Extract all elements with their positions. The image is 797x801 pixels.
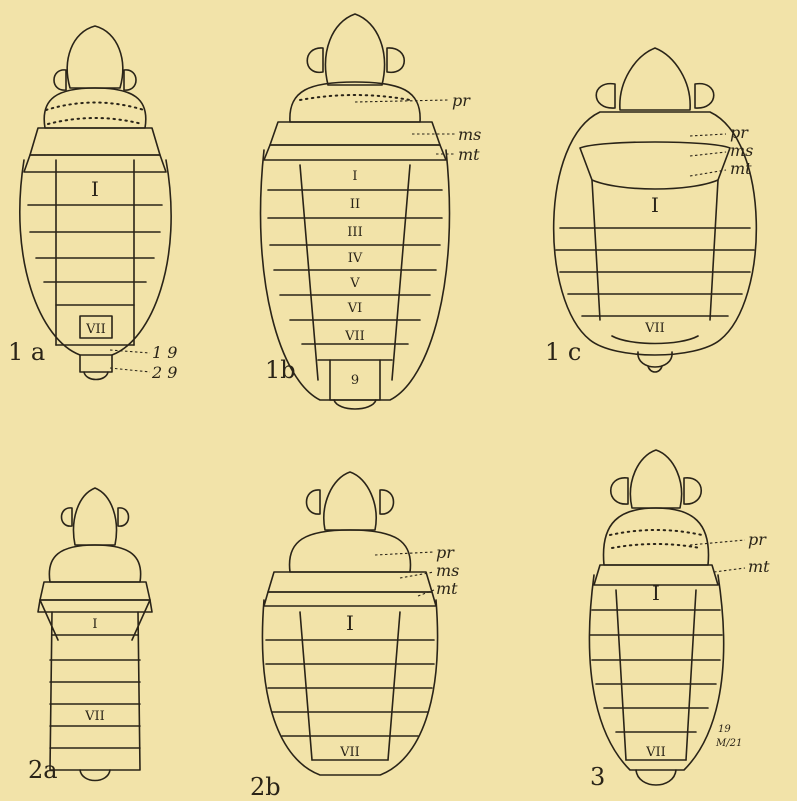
metanotum xyxy=(38,600,152,612)
seg-label-I: I xyxy=(651,193,659,217)
mesonotum xyxy=(268,572,432,592)
metanotum xyxy=(24,155,166,172)
head xyxy=(630,450,681,508)
body-outline xyxy=(554,112,757,355)
figure-2b: I VII pr ms mt 2b xyxy=(250,472,459,801)
label-mt: mt xyxy=(436,579,458,598)
svg-text:19: 19 xyxy=(718,724,731,735)
seg-label-VII: VII xyxy=(645,745,666,760)
figure-1a: I VII 1 9 2 9 1 a xyxy=(8,26,177,382)
pronotum-dots xyxy=(300,95,410,100)
pronotum-dots xyxy=(610,530,702,535)
segment-lines xyxy=(590,610,722,732)
label-mt: mt xyxy=(730,159,752,178)
head xyxy=(326,14,385,85)
seg-label-I: I xyxy=(91,177,99,201)
eye-right xyxy=(387,48,404,72)
eye-right xyxy=(124,70,136,90)
label-2-9: 2 9 xyxy=(151,363,177,382)
figure-label: 1b xyxy=(265,356,296,384)
abdomen-tergites xyxy=(616,590,696,760)
eye-left xyxy=(307,48,323,72)
seg-label-III: III xyxy=(347,225,362,240)
figure-label: 3 xyxy=(590,763,605,791)
label-ms: ms xyxy=(458,125,481,144)
head xyxy=(74,488,117,545)
seg-label-VII: VII xyxy=(344,329,365,344)
head xyxy=(324,472,376,530)
label-mt: mt xyxy=(748,557,770,576)
pronotum-dots xyxy=(46,103,144,111)
eye-left xyxy=(611,478,628,504)
eye-right xyxy=(684,478,701,504)
svg-text:M/21: M/21 xyxy=(715,738,742,749)
metanotum xyxy=(264,592,436,606)
label-ms: ms xyxy=(436,561,459,580)
seg-label-VII: VII xyxy=(644,321,665,336)
figure-label: 1 a xyxy=(8,338,45,366)
segment-lines xyxy=(28,205,162,305)
label-1-9: 1 9 xyxy=(152,343,177,362)
artist-signature: 19 M/21 xyxy=(715,724,742,749)
label-pr: pr xyxy=(452,91,471,110)
tip xyxy=(636,770,676,785)
mesonotum xyxy=(30,128,160,155)
seg-label-9: 9 xyxy=(351,373,359,388)
segment-lines xyxy=(266,640,434,736)
head xyxy=(67,26,122,88)
eye-right xyxy=(695,84,714,108)
seg-label-I: I xyxy=(92,617,97,632)
figure-1c: I VII pr ms mt 1 c xyxy=(545,48,756,372)
segment-lines xyxy=(556,228,754,316)
seg-label-I: I xyxy=(652,581,660,605)
eye-left xyxy=(62,508,73,526)
figure-1b: I II III IV V VI VII 9 pr ms mt 1b xyxy=(261,14,482,409)
figure-label: 1 c xyxy=(545,338,581,366)
label-pr: pr xyxy=(436,543,455,562)
segment-lines xyxy=(268,190,442,344)
figure-label: 2a xyxy=(28,756,58,784)
eye-right xyxy=(118,508,129,526)
label-ms: ms xyxy=(730,141,753,160)
label-mt: mt xyxy=(458,145,480,164)
seg-label-V: V xyxy=(349,276,360,291)
seg-label-IV: IV xyxy=(348,251,363,266)
eye-right xyxy=(380,490,394,514)
head xyxy=(620,48,690,110)
pronotum xyxy=(290,530,411,572)
mesonotum xyxy=(40,582,150,600)
terminal-segment xyxy=(612,336,698,344)
tip xyxy=(334,400,376,409)
seg-label-VI: VI xyxy=(347,301,363,316)
eye-left xyxy=(596,84,615,108)
seg-label-VII: VII xyxy=(84,709,105,724)
terminal-segment xyxy=(80,355,112,372)
tip xyxy=(80,770,110,781)
tip xyxy=(84,372,108,380)
metanotum xyxy=(264,145,446,160)
figure-2a: I VII 2a xyxy=(28,488,152,784)
segment-lines xyxy=(50,635,140,748)
eye-left xyxy=(54,70,66,90)
figure-3: I VII pr mt 3 19 M/21 xyxy=(589,450,770,791)
seg-label-VII: VII xyxy=(339,745,360,760)
pronotum xyxy=(49,545,140,582)
seg-label-I: I xyxy=(352,169,357,184)
eye-left xyxy=(307,490,321,514)
seg-label-I: I xyxy=(346,611,354,635)
seg-label-II: II xyxy=(350,197,360,212)
pronotum xyxy=(603,508,708,565)
figure-label: 2b xyxy=(250,773,281,801)
seg-label-VII: VII xyxy=(85,322,106,337)
label-pr: pr xyxy=(730,123,749,142)
label-pr: pr xyxy=(748,530,767,549)
metanotum xyxy=(580,142,730,189)
